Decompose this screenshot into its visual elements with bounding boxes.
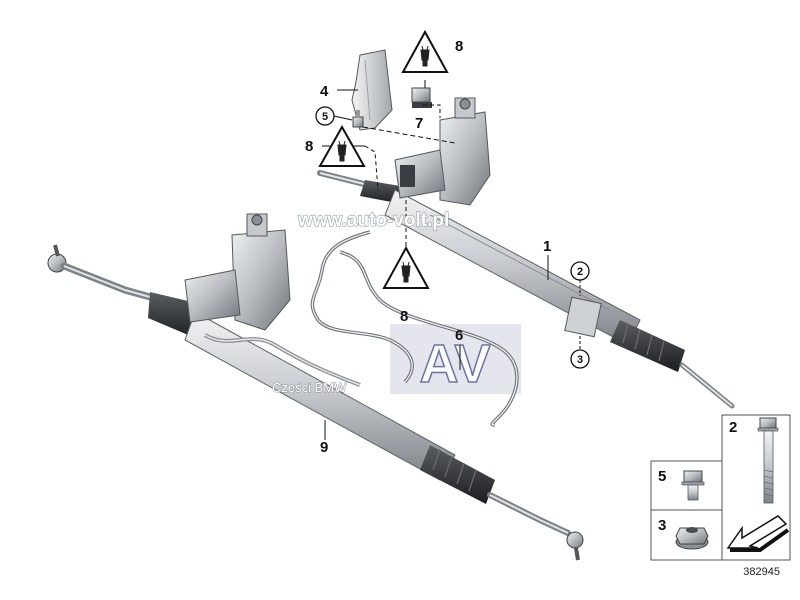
rack-boot-right (610, 320, 685, 372)
pipe-line (310, 230, 519, 427)
callout-7: 7 (415, 115, 423, 132)
callout-2: 2 (577, 266, 583, 278)
rack-valve-body (439, 111, 491, 206)
callout-3: 3 (577, 354, 583, 366)
steering-rack-left (47, 213, 584, 561)
screw-part (352, 110, 364, 128)
watermark-logo-letters: AV (419, 334, 490, 394)
plug-connector (411, 87, 432, 108)
callout-5-ring (315, 106, 335, 126)
parts-box-label-3: 3 (658, 517, 666, 534)
callout-4: 4 (320, 83, 329, 100)
parts-box-screw-cell (650, 460, 723, 511)
bolt-icon (757, 417, 779, 504)
direction-arrow-icon (726, 515, 790, 552)
callout-8-left: 8 (305, 138, 313, 155)
callout-9: 9 (320, 439, 328, 456)
callout-6: 6 (455, 327, 463, 344)
parts-box-label-5: 5 (658, 468, 666, 485)
callout-2-ring (570, 261, 590, 281)
steering-rack-right (317, 97, 735, 409)
rack-left-boot-right (420, 445, 495, 504)
callout-3-ring (570, 349, 590, 369)
watermark-logo: AV (390, 324, 521, 395)
callout-8-bottom: 8 (400, 308, 408, 325)
callout-1: 1 (543, 238, 551, 255)
nut-icon (675, 527, 709, 550)
screw-icon (681, 470, 705, 501)
watermark-parts-text: Części BMW (272, 380, 347, 395)
warning-triangle-top (401, 29, 449, 73)
diagram-number: 382945 (743, 566, 780, 578)
warning-triangle-bottom (382, 245, 430, 289)
callout-5: 5 (322, 111, 328, 123)
parts-box-label-2: 2 (729, 419, 737, 436)
parts-box: 2 5 3 (650, 414, 791, 561)
warning-triangle-left (318, 124, 366, 167)
heat-shield (351, 49, 393, 131)
watermark-url: www.auto-volt.pl (297, 210, 449, 231)
callout-8-top: 8 (455, 38, 463, 55)
